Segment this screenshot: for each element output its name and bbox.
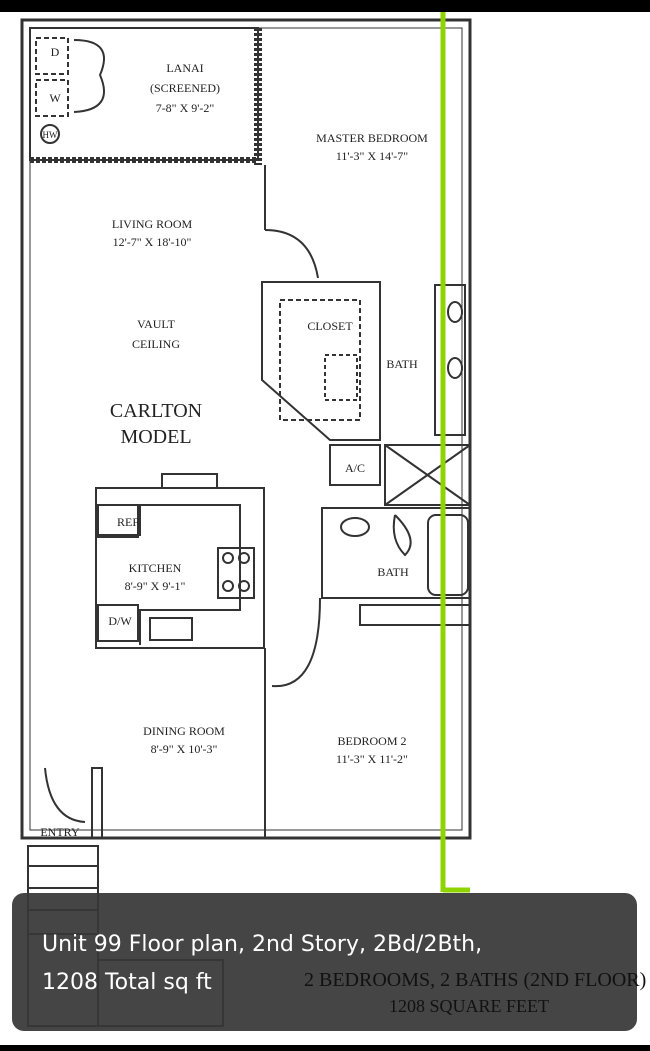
ac-label: A/C [345, 461, 365, 475]
master-bedroom-label: MASTER BEDROOM [316, 131, 428, 145]
master-bedroom-dims: 11'-3" X 14'-7" [336, 149, 408, 163]
entry-label: ENTRY [40, 825, 80, 839]
model-name: CARLTON [110, 400, 202, 422]
living-room-dims: 12'-7" X 18'-10" [113, 235, 192, 249]
lanai-sub: (SCREENED) [150, 81, 220, 95]
washer-label: W [49, 91, 61, 105]
water-heater-label: HW [43, 130, 58, 140]
living-room-label: LIVING ROOM [112, 217, 193, 231]
floor-plan-image[interactable]: D W HW LANAI (SCREENED) 7-8" X 9'-2" MAS… [0, 12, 650, 1045]
model-sub: MODEL [120, 426, 191, 448]
vault-sub: CEILING [132, 337, 180, 351]
bath1-label: BATH [386, 357, 418, 371]
dining-room-label: DINING ROOM [143, 724, 225, 738]
bottom-bar [0, 1045, 650, 1051]
plan-summary-sqft: 1208 SQUARE FEET [388, 996, 549, 1016]
ref-label: REF [117, 515, 139, 529]
top-bar [0, 0, 650, 12]
kitchen-label: KITCHEN [129, 561, 182, 575]
lanai-wall [29, 27, 259, 161]
kitchen-dims: 8'-9" X 9'-1" [125, 579, 186, 593]
caption-line-2: 1208 Total sq ft [42, 970, 212, 995]
lanai-label: LANAI [166, 61, 203, 75]
bedroom2-label: BEDROOM 2 [337, 734, 406, 748]
lanai-dims: 7-8" X 9'-2" [156, 101, 215, 115]
dw-label: D/W [108, 614, 132, 628]
plan-summary-rooms: 2 BEDROOMS, 2 BATHS (2ND FLOOR) [304, 969, 647, 991]
dryer-label: D [51, 45, 60, 59]
dining-room-dims: 8'-9" X 10'-3" [151, 742, 218, 756]
vault-label: VAULT [137, 317, 176, 331]
bath2-label: BATH [377, 565, 409, 579]
closet-label: CLOSET [307, 319, 353, 333]
outer-wall [20, 18, 472, 840]
photo-caption: 2 BEDROOMS, 2 BATHS (2ND FLOOR) 1208 SQU… [12, 893, 647, 1031]
bedroom2-dims: 11'-3" X 11'-2" [336, 752, 408, 766]
caption-line-1: Unit 99 Floor plan, 2nd Story, 2Bd/2Bth, [42, 932, 483, 957]
